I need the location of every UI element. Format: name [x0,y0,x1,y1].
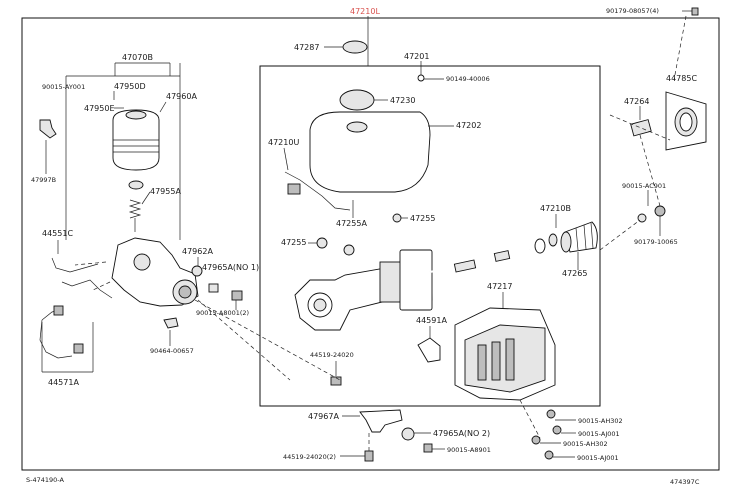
footer-left-code: S-474190-A [26,476,64,484]
label-90015-A8901[interactable]: 90015-A8901 [447,446,491,454]
label-47210B[interactable]: 47210B [540,204,571,213]
label-47210U[interactable]: 47210U [268,138,299,147]
screw-icon [417,74,425,82]
label-90015-AC901[interactable]: 90015-AC901 [622,182,666,190]
clip-icon [39,119,57,139]
label-47287[interactable]: 47287 [294,43,319,52]
label-47965A-no1[interactable]: 47965A(NO 1) [202,263,259,272]
label-47255-right[interactable]: 47255 [410,214,435,223]
seal-ring-icon [534,238,546,254]
label-44551C[interactable]: 44551C [42,229,73,238]
label-44785C[interactable]: 44785C [666,74,697,83]
outer-frame [21,17,720,471]
label-47960A[interactable]: 47960A [166,92,197,101]
bolt-icon [691,7,699,16]
reservoir-icon [309,111,431,193]
label-47255-left[interactable]: 47255 [281,238,306,247]
label-47255A[interactable]: 47255A [336,219,367,228]
label-90179-10065[interactable]: 90179-10065 [634,238,678,246]
inner-frame [259,65,601,407]
label-47950E[interactable]: 47950E [84,104,115,113]
label-90464-00657[interactable]: 90464-00657 [150,347,194,355]
brake-hose-icon [39,309,73,359]
grommet-icon [392,213,402,223]
label-47264[interactable]: 47264 [624,97,649,106]
label-47965A-no2[interactable]: 47965A(NO 2) [433,429,490,438]
label-90015-AJ001-b[interactable]: 90015-AJ001 [577,454,619,462]
label-47962A[interactable]: 47962A [182,247,213,256]
label-47202[interactable]: 47202 [456,121,481,130]
spring-icon [128,199,142,219]
tube-icon [51,257,99,273]
label-47950D[interactable]: 47950D [114,82,146,91]
label-44591A[interactable]: 44591A [416,316,447,325]
label-90015-AY001[interactable]: 90015-AY001 [42,83,85,91]
label-90015-AH302-b[interactable]: 90015-AH302 [563,440,608,448]
label-90015-AJ001-a[interactable]: 90015-AJ001 [578,430,620,438]
label-44571A[interactable]: 44571A [48,378,79,387]
label-47265[interactable]: 47265 [562,269,587,278]
reservoir-cap-icon [339,89,375,111]
boot-icon [564,221,598,253]
label-44519-24020-2[interactable]: 44519-24020(2) [283,453,336,461]
label-47201[interactable]: 47201 [404,52,429,61]
label-90179-08057[interactable]: 90179-08057(4) [606,7,659,15]
label-90015-AH302-a[interactable]: 90015-AH302 [578,417,623,425]
label-47967A[interactable]: 47967A [308,412,339,421]
cap-icon [342,40,368,54]
label-47230[interactable]: 47230 [390,96,415,105]
label-44519-24020[interactable]: 44519-24020 [310,351,354,359]
label-47070B[interactable]: 47070B [122,53,153,62]
label-90149-40006[interactable]: 90149-40006 [446,75,490,83]
label-90015-A8001[interactable]: 90015-A8001(2) [196,309,249,317]
label-47955A[interactable]: 47955A [150,187,181,196]
main-assembly-label[interactable]: 47210L [350,7,380,16]
label-47997B[interactable]: 47997B [31,176,56,184]
hose-icon [284,171,351,211]
label-47217[interactable]: 47217 [487,282,512,291]
pin-icon [630,119,652,137]
footer-right-code: 474397C [670,478,700,486]
